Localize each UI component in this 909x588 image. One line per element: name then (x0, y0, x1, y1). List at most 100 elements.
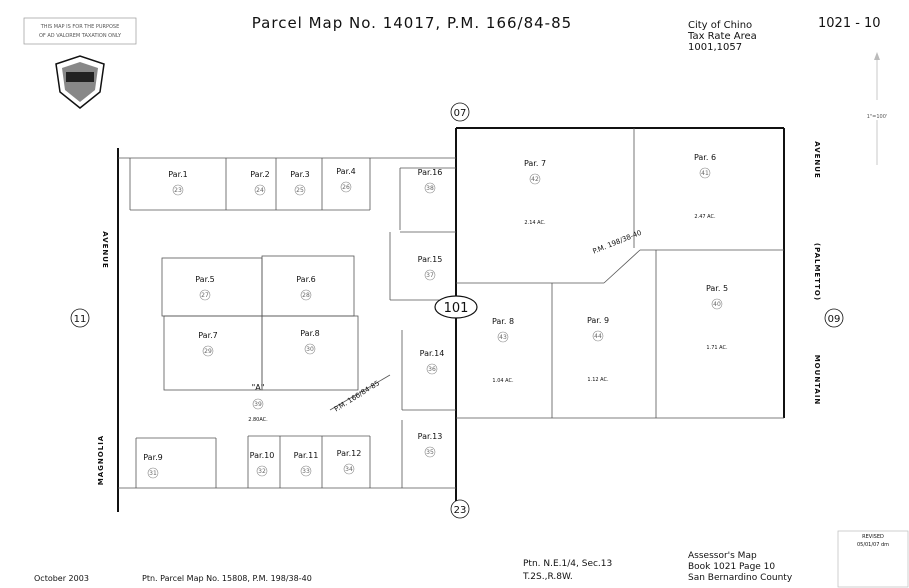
parcel-number-circle (340, 181, 352, 193)
parcel-label: Par.8 (300, 329, 320, 338)
parcel-par-7[interactable]: Par.7 29 (198, 331, 218, 357)
parcel-label: Par. 7 (524, 159, 546, 168)
parcel-number: 28 (302, 292, 310, 299)
parcel-number-circle (699, 167, 711, 179)
page-ref-bottom[interactable]: 23 (450, 499, 470, 519)
assessor-line-1: Assessor's Map (688, 551, 757, 561)
street-avenue-right: AVENUE (813, 141, 821, 178)
parcel-par-6[interactable]: Par.628 (296, 275, 316, 301)
parcel-par-3[interactable]: Par.325 (290, 170, 310, 196)
parcel-acreage: 1.71 AC. (706, 345, 728, 351)
parcel-par-5[interactable]: Par.527 (195, 275, 215, 301)
disclaimer-line-2: OF AD VALOREM TAXATION ONLY (39, 33, 122, 39)
street-palmetto: (PALMETTO) (813, 243, 821, 301)
parcel-number: 27 (201, 292, 209, 299)
parcel-par-12[interactable]: Par.12 34 (337, 449, 362, 475)
parcel-number: 37 (426, 272, 434, 279)
parcel-number-circle (300, 465, 312, 477)
page-ref-right[interactable]: 09 (824, 308, 844, 328)
parcel-number: 44 (594, 333, 602, 340)
block-number-ref[interactable]: 101 (434, 295, 478, 319)
parcel-number-circle (294, 184, 306, 196)
svg-text:101: 101 (444, 301, 469, 316)
parcel-number-circle (300, 289, 312, 301)
parcel-number: 33 (302, 468, 310, 475)
parcel-label: Par.13 (418, 432, 443, 441)
parcel-par-14[interactable]: Par.14 36 (420, 349, 445, 375)
parcel-label: Par.16 (418, 168, 443, 177)
parcel-number: 23 (174, 187, 182, 194)
parcel-label: Par. 5 (706, 284, 728, 293)
parcel-number-circle (172, 184, 184, 196)
parcel-label: Par.7 (198, 331, 218, 340)
parcel-par-9[interactable]: Par.931 (143, 453, 163, 479)
street-mountain: MOUNTAIN (813, 355, 821, 406)
parcel-par-1[interactable]: Par.123 (168, 170, 188, 196)
location-line-2: T.2S.,R.8W. (522, 572, 573, 582)
page-ref-left[interactable]: 11 (70, 308, 90, 328)
parcel-number: 35 (426, 449, 434, 456)
revised-box (837, 530, 909, 588)
parcel-par-2[interactable]: Par.2 24 (250, 170, 270, 196)
parcel-number: 25 (296, 187, 304, 194)
map-scale: 1"=100' (867, 114, 888, 120)
parcel-boundaries (117, 127, 785, 512)
revised-label: REVISED (862, 534, 884, 540)
parcel-par-13[interactable]: Par.13 35 (418, 432, 443, 458)
parcel-par-8[interactable]: Par.830 (300, 329, 320, 355)
disclaimer-box (23, 17, 137, 45)
lot-a-circle: 39 (252, 398, 264, 410)
parcel-number-circle (147, 467, 159, 479)
county-seal-icon (55, 55, 105, 109)
svg-text:23: 23 (454, 505, 467, 516)
parcel-number-circle (711, 298, 723, 310)
parcel-number: 36 (428, 366, 436, 373)
parcel-label: Par. 8 (492, 317, 514, 326)
assessor-line-2: Book 1021 Page 10 (688, 562, 775, 572)
parcel-number-circle (592, 330, 604, 342)
street-avenue-left: AVENUE (101, 231, 109, 268)
parcel-number-circle (256, 465, 268, 477)
location-line-1: Ptn. N.E.1/4, Sec.13 (523, 559, 612, 569)
parcel-label: Par.14 (420, 349, 445, 358)
page-ref-top[interactable]: 07 (450, 102, 470, 122)
map-date: October 2003 (34, 574, 89, 583)
parcel-label: Par.2 (250, 170, 270, 179)
tax-rate-label: Tax Rate Area (687, 31, 757, 42)
parcel-label: Par.12 (337, 449, 362, 458)
parcel-number-circle (202, 345, 214, 357)
parcel-par-4[interactable]: Par.426 (336, 167, 356, 193)
pm-ref-left: P.M. 166/84-85 (333, 379, 381, 413)
assessor-line-3: San Bernardino County (688, 573, 793, 583)
disclaimer-line-1: THIS MAP IS FOR THE PURPOSE (40, 24, 120, 30)
parcel-number-circle (424, 269, 436, 281)
prior-map-ref: Ptn. Parcel Map No. 15808, P.M. 198/38-4… (142, 574, 312, 583)
parcel-number-circle (424, 182, 436, 194)
parcel-number: 34 (345, 466, 353, 473)
book-page-number: 1021 - 10 (818, 16, 881, 31)
lot-a-area: 2.80AC. (248, 417, 268, 423)
north-arrow-icon (874, 52, 880, 165)
svg-text:09: 09 (828, 314, 841, 325)
parcel-number: 41 (701, 170, 709, 177)
parcel-label: Par.4 (336, 167, 356, 176)
parcel-number: 24 (256, 187, 264, 194)
parcel-label: Par. 9 (587, 316, 609, 325)
parcel-number: 29 (204, 348, 212, 355)
parcel-number-circle (529, 173, 541, 185)
street-magnolia: MAGNOLIA (97, 435, 105, 485)
map-title: Parcel Map No. 14017, P.M. 166/84-85 (252, 14, 572, 32)
svg-text:07: 07 (454, 108, 467, 119)
parcel-number-circle (254, 184, 266, 196)
